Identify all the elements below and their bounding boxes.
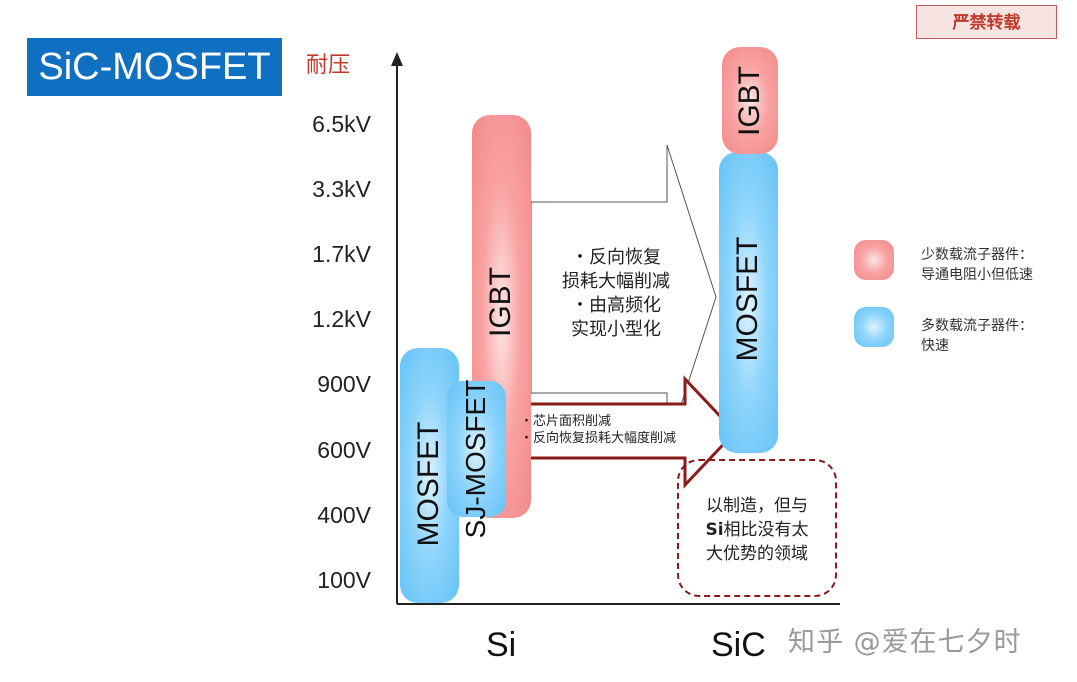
- y-axis-title: 耐压: [306, 53, 351, 78]
- y-axis-arrowhead: [391, 52, 403, 66]
- legend-text-majority: 多数载流子器件： 快速: [921, 316, 1033, 356]
- tick-1-2kv: 1.2kV: [312, 306, 371, 332]
- si-mosfet-label: MOSFET: [412, 421, 445, 547]
- callout-line-2: Si相比没有太: [677, 518, 837, 542]
- sic-igbt-label: IGBT: [733, 65, 766, 137]
- callout-si: Si: [705, 520, 724, 540]
- tick-600v: 600V: [317, 437, 371, 463]
- callout-line-3: 大优势的领域: [706, 544, 808, 564]
- callout-line-2-rest: 相比没有太: [723, 520, 809, 540]
- tick-400v: 400V: [317, 502, 371, 528]
- callout-line-1: 以制造，但与: [706, 496, 808, 516]
- no-reprint-stamp: 严禁转载: [916, 5, 1057, 39]
- tick-900v: 900V: [317, 371, 371, 397]
- legend-majority-line-1: 多数载流子器件：: [921, 318, 1033, 334]
- igbt-note-line-4: 实现小型化: [571, 319, 661, 340]
- callout-box: [677, 459, 837, 597]
- tick-6-5kv: 6.5kV: [312, 111, 371, 137]
- legend-text-minority: 少数载流子器件： 导通电阻小但低速: [921, 245, 1033, 285]
- igbt-migration-arrow: [530, 144, 717, 449]
- page-title: SiC-MOSFET: [27, 38, 282, 96]
- legend-minority-line-2: 导通电阻小但低速: [921, 267, 1033, 283]
- x-label-sic: SiC: [711, 626, 766, 664]
- tick-100v: 100V: [317, 567, 371, 593]
- sj-note-line-1: ・芯片面积削减: [520, 414, 612, 429]
- callout-text: 以制造，但与 Si相比没有太 大优势的领域: [677, 494, 837, 566]
- sic-mosfet-bar: MOSFET: [719, 152, 778, 453]
- igbt-note-line-1: ・反向恢复: [571, 247, 661, 268]
- sic-mosfet-label: MOSFET: [731, 236, 764, 362]
- igbt-arrow-note: ・反向恢复 损耗大幅削减 ・由高频化 实现小型化: [546, 246, 686, 342]
- watermark: 知乎 @爱在七夕时: [788, 627, 1022, 658]
- sj-arrow-note: ・芯片面积削减 ・反向恢复损耗大幅度削减: [520, 413, 676, 447]
- legend-swatch-minority: [854, 240, 894, 280]
- tick-1-7kv: 1.7kV: [312, 241, 371, 267]
- x-label-si: Si: [486, 626, 517, 664]
- sj-note-line-2: ・反向恢复损耗大幅度削减: [520, 431, 677, 446]
- si-sj-mosfet-label: SJ-MOSFET: [460, 379, 491, 539]
- sic-igbt-bar: IGBT: [722, 47, 778, 154]
- legend-majority-line-2: 快速: [921, 338, 949, 354]
- tick-3-3kv: 3.3kV: [312, 176, 371, 202]
- legend-minority-line-1: 少数载流子器件：: [921, 247, 1033, 263]
- legend-swatch-majority: [854, 307, 894, 347]
- si-sj-mosfet-bar: SJ-MOSFET: [447, 380, 506, 538]
- si-igbt-label: IGBT: [484, 266, 517, 338]
- igbt-note-line-2: 损耗大幅削减: [562, 271, 670, 292]
- igbt-note-line-3: ・由高频化: [571, 295, 661, 316]
